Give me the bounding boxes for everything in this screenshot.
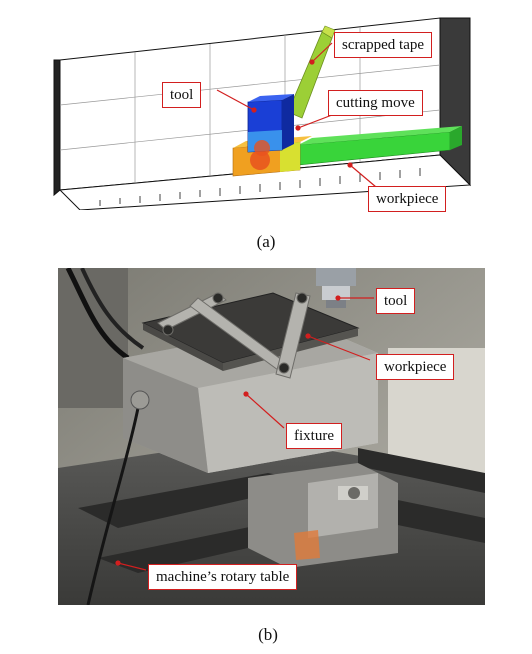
panel-a-leader-lines	[216, 42, 377, 188]
clamp-bars	[157, 292, 311, 379]
floor-ticks	[99, 168, 421, 206]
label-tool-b: tool	[376, 288, 416, 314]
panel-b-photo: tool workpiece fixture machine’s rotary …	[58, 268, 485, 605]
panel-a-simulation: scrapped tape tool cutting move workpiec…	[50, 10, 480, 212]
label-tool-a: tool	[162, 82, 202, 108]
label-fixture: fixture	[286, 423, 342, 449]
label-scrapped-tape: scrapped tape	[334, 32, 433, 58]
label-workpiece-a: workpiece	[368, 186, 447, 212]
caption-b: (b)	[258, 625, 278, 644]
clamp-shape	[248, 463, 398, 568]
label-rotary-table: machine’s rotary table	[148, 564, 298, 590]
spindle-tool-shape	[316, 268, 356, 308]
machine-photo	[58, 268, 485, 605]
simulation-render	[53, 17, 472, 210]
label-cutting-move: cutting move	[328, 90, 423, 116]
panel-b-leader-lines	[115, 295, 374, 571]
tool-shape	[247, 94, 294, 156]
label-workpiece-b: workpiece	[376, 354, 455, 380]
caption-a: (a)	[256, 232, 276, 251]
